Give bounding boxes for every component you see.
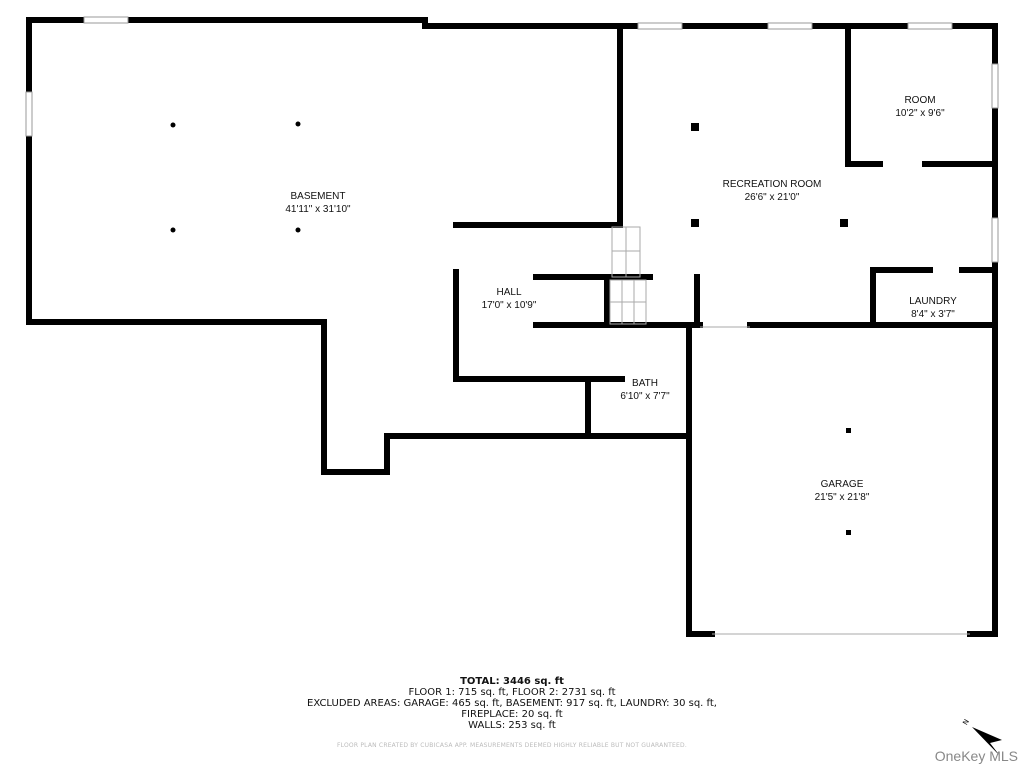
room-size-basement: 41'11" x 31'10" [285, 204, 351, 215]
windows [25, 16, 999, 263]
area-summary: TOTAL: 3446 sq. ft FLOOR 1: 715 sq. ft, … [0, 676, 1024, 731]
room-name-room: ROOM [904, 95, 935, 106]
room-size-garage: 21'5" x 21'8" [815, 492, 870, 503]
compass-label: N [961, 718, 971, 727]
excluded-areas: EXCLUDED AREAS: GARAGE: 465 sq. ft, BASE… [307, 698, 717, 709]
room-name-laundry: LAUNDRY [909, 296, 957, 307]
room-size-recreation: 26'6" x 21'0" [745, 192, 800, 203]
north-arrow-icon: N [961, 718, 1002, 756]
walls [26, 17, 998, 637]
room-name-garage: GARAGE [821, 479, 864, 490]
room-size-hall: 17'0" x 10'9" [482, 300, 537, 311]
room-size-room: 10'2" x 9'6" [895, 108, 945, 119]
brand-watermark: OneKey MLS [934, 748, 1018, 764]
room-name-hall: HALL [496, 287, 521, 298]
fireplace-area: FIREPLACE: 20 sq. ft [461, 709, 563, 720]
total-area: TOTAL: 3446 sq. ft [460, 676, 564, 687]
stairs [609, 226, 970, 635]
room-size-bath: 6'10" x 7'7" [620, 391, 670, 402]
room-name-recreation: RECREATION ROOM [723, 179, 822, 190]
room-name-basement: BASEMENT [290, 191, 345, 202]
room-name-bath: BATH [632, 378, 658, 389]
columns [170, 121, 851, 535]
floor-areas: FLOOR 1: 715 sq. ft, FLOOR 2: 2731 sq. f… [408, 687, 616, 698]
room-size-laundry: 8'4" x 3'7" [911, 309, 955, 320]
walls-area: WALLS: 253 sq. ft [468, 720, 556, 731]
disclaimer: FLOOR PLAN CREATED BY CUBICASA APP. MEAS… [337, 742, 687, 749]
room-labels: BASEMENT 41'11" x 31'10" RECREATION ROOM… [285, 95, 957, 503]
